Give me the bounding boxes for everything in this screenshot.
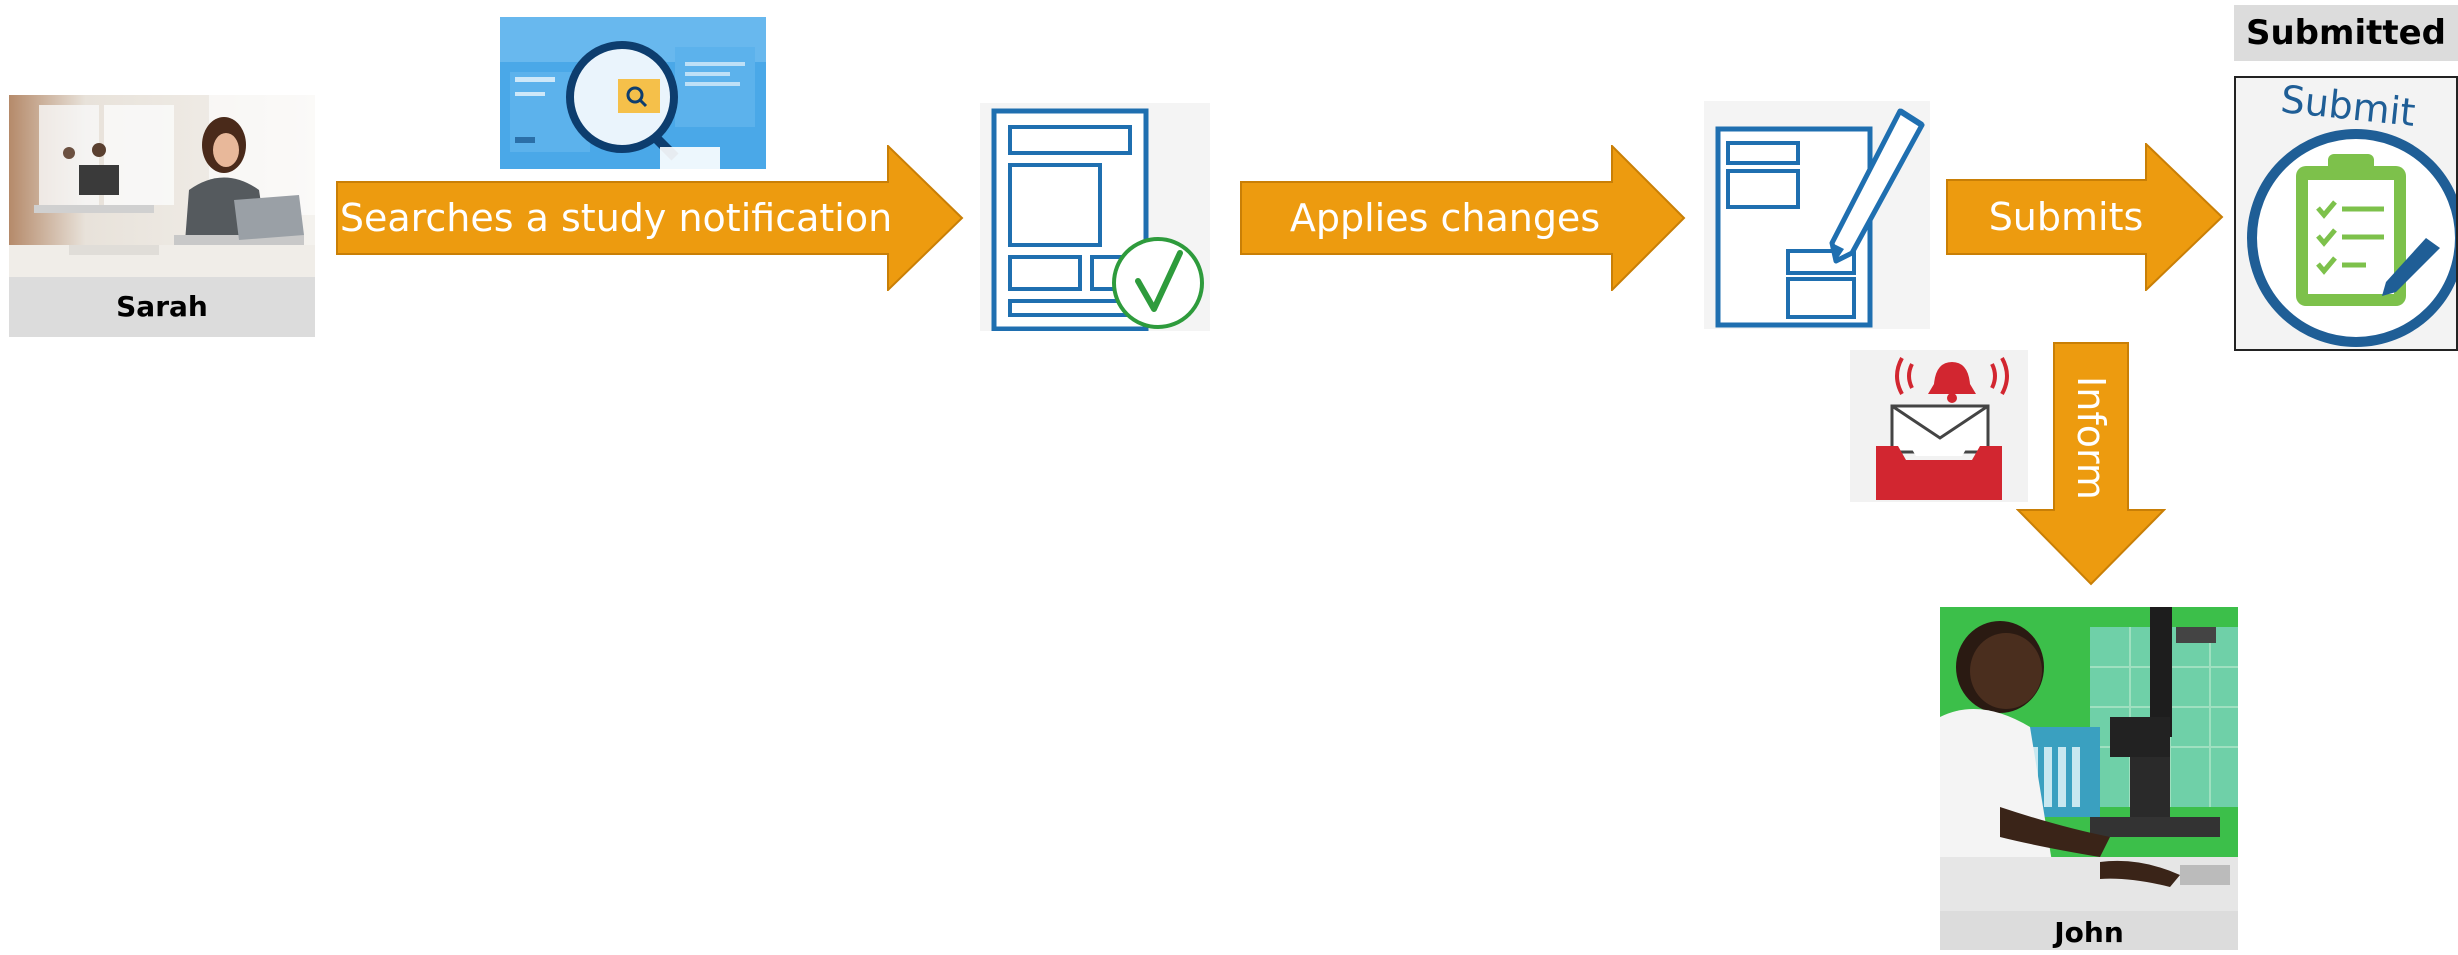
john-name-label: John	[1940, 911, 2238, 950]
submit-step-label: Submits	[1988, 195, 2144, 239]
document-edit-icon	[1704, 101, 1930, 329]
search-magnifier-icon	[500, 17, 766, 169]
document-check-icon	[980, 103, 1210, 331]
search-step-label: Searches a study notification	[339, 196, 893, 240]
inform-step-arrow: Inform	[2016, 342, 2166, 586]
status-submitted-badge: Submitted	[2234, 5, 2458, 61]
sarah-name-label: Sarah	[9, 277, 315, 337]
john-photo	[1940, 607, 2238, 911]
sarah-photo	[9, 95, 315, 277]
apply-step-label: Applies changes	[1289, 196, 1601, 240]
inbox-notification-icon	[1850, 350, 2028, 502]
submit-step-arrow: Submits	[1946, 143, 2224, 291]
inform-step-label: Inform	[2069, 376, 2113, 500]
apply-step-arrow: Applies changes	[1240, 145, 1686, 291]
submit-clipboard-icon: Submit	[2234, 76, 2458, 351]
search-step-arrow: Searches a study notification	[336, 145, 964, 291]
